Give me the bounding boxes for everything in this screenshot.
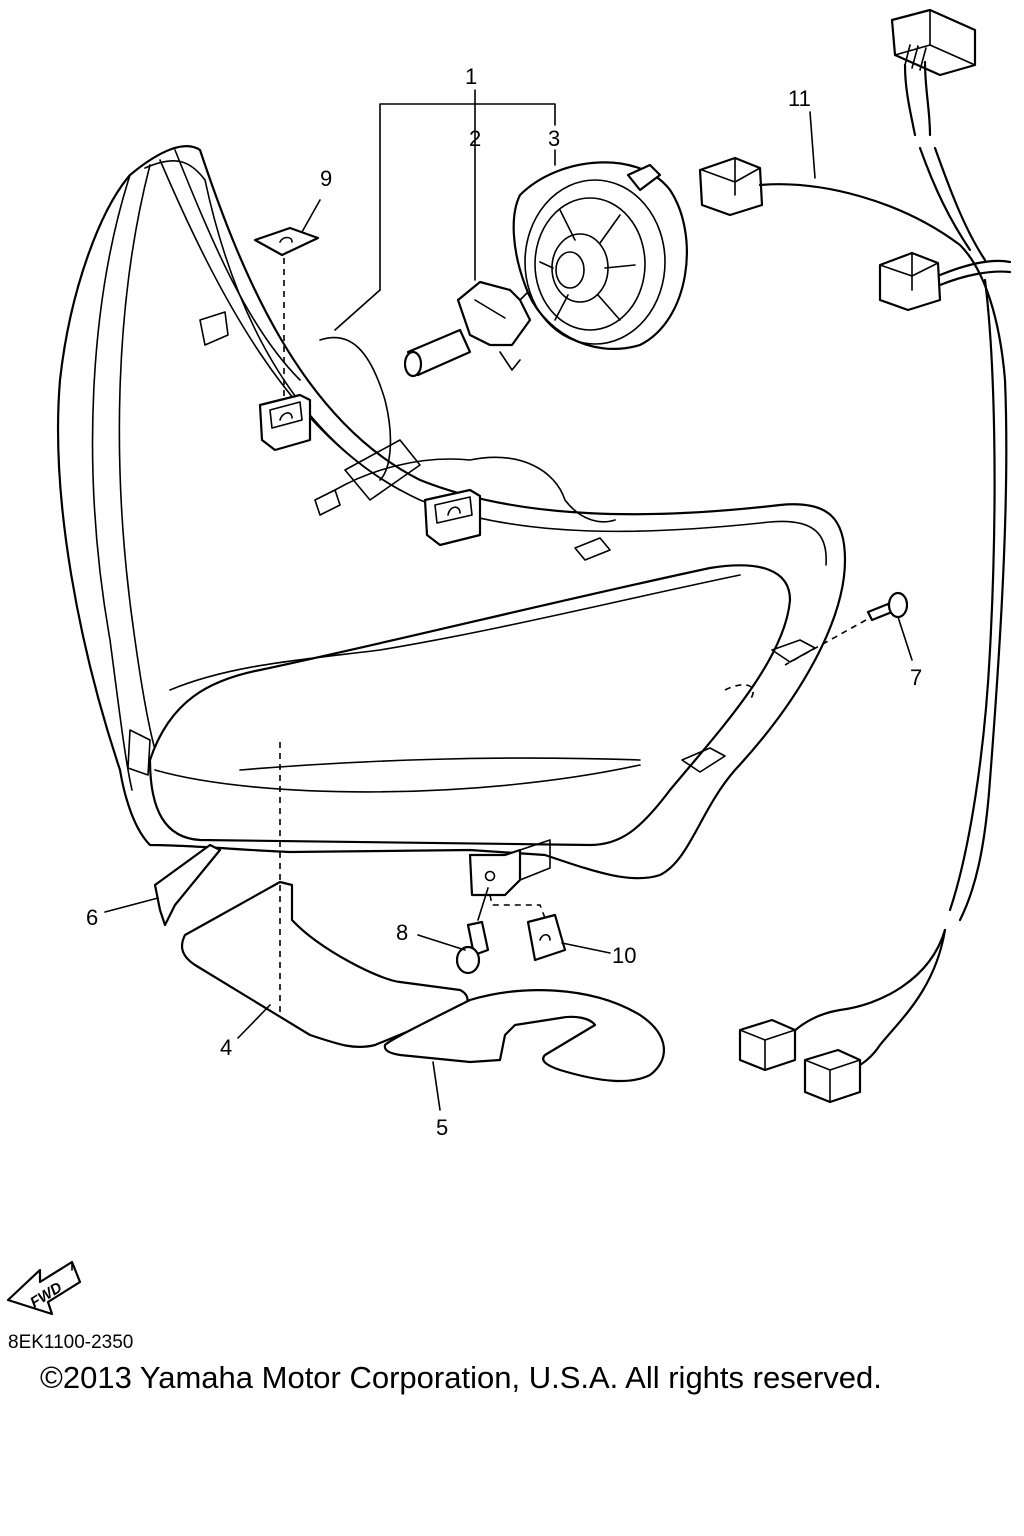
callout-3: 3: [548, 126, 560, 151]
fwd-arrow-icon: FWD: [6, 1260, 82, 1316]
callout-2: 2: [469, 126, 481, 151]
clip-nut-10: [489, 894, 567, 962]
callout-7: 7: [910, 665, 922, 690]
screw-7: [784, 591, 909, 666]
bulb-socket-ring: [512, 161, 688, 350]
callout-4: 4: [220, 1035, 232, 1060]
callout-8: 8: [396, 920, 408, 945]
bolt-8: [455, 887, 490, 975]
pad-6: [153, 843, 222, 927]
leader-lines: [104, 89, 913, 1111]
headlight-housing: [56, 145, 847, 897]
callout-10: 10: [612, 943, 636, 968]
headlight-bulb: [403, 280, 541, 378]
copyright-notice: ©2013 Yamaha Motor Corporation, U.S.A. A…: [40, 1360, 882, 1395]
drawing-code: 8EK1100-2350: [8, 1332, 134, 1353]
callout-labels: 1 2 3 4 5 6 7 8 9 10 11: [86, 64, 922, 1140]
callout-5: 5: [436, 1115, 448, 1140]
callout-11: 11: [788, 86, 811, 111]
callout-6: 6: [86, 905, 98, 930]
clip-nut-9: [253, 226, 320, 400]
plate-5: [383, 989, 665, 1083]
wire-harness-11: [698, 8, 1012, 1104]
callout-1: 1: [465, 64, 477, 89]
callout-9: 9: [320, 166, 332, 191]
